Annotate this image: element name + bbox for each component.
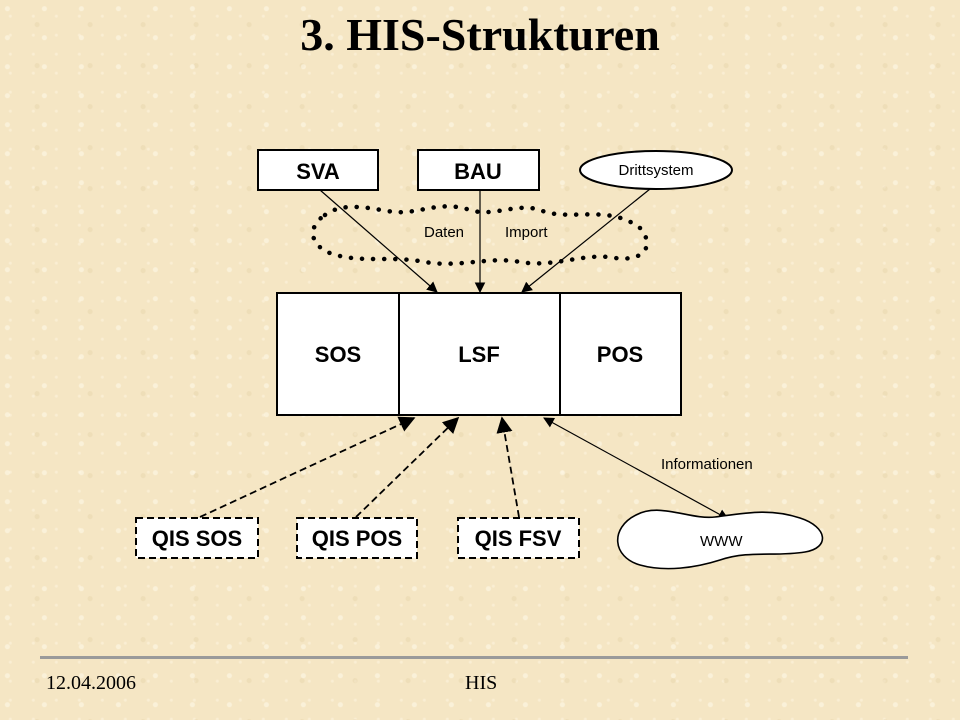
sos-label: SOS	[315, 342, 361, 367]
www-cloud	[616, 509, 824, 570]
arrow-qis-pos-to-lsf	[355, 416, 460, 518]
lsf-label: LSF	[458, 342, 500, 367]
pos-box	[559, 292, 682, 416]
footer-divider	[40, 656, 908, 659]
sva-box	[257, 149, 379, 191]
pos-label: POS	[597, 342, 643, 367]
drittsystem-label: Drittsystem	[619, 162, 694, 179]
qis-fsv-label: QIS FSV	[475, 526, 562, 551]
arrow-sva-to-lsf	[319, 189, 438, 293]
qis-pos-box	[296, 517, 418, 559]
cloud-label-import: Import	[505, 224, 548, 241]
qis-fsv-box	[457, 517, 580, 559]
arrow-qis-sos-to-lsf	[199, 416, 416, 518]
qis-pos-label: QIS POS	[312, 526, 402, 551]
cloud-label-daten: Daten	[424, 224, 464, 241]
slide-title: 3. HIS-Strukturen	[300, 9, 660, 60]
bau-box	[417, 149, 540, 191]
drittsystem-ellipse	[579, 150, 733, 190]
footer-center-text: HIS	[465, 672, 498, 694]
www-label: WWW	[700, 533, 743, 550]
footer-date: 12.04.2006	[46, 672, 136, 694]
qis-sos-label: QIS SOS	[152, 526, 242, 551]
arrow-qis-fsv-to-lsf	[496, 416, 520, 518]
arrow-drittsystem-to-lsf	[521, 188, 651, 293]
qis-sos-box	[135, 517, 259, 559]
bau-label: BAU	[454, 159, 502, 184]
arrow-lsf-to-www	[543, 417, 729, 520]
sva-label: SVA	[296, 159, 340, 184]
informationen-label: Informationen	[661, 456, 753, 473]
